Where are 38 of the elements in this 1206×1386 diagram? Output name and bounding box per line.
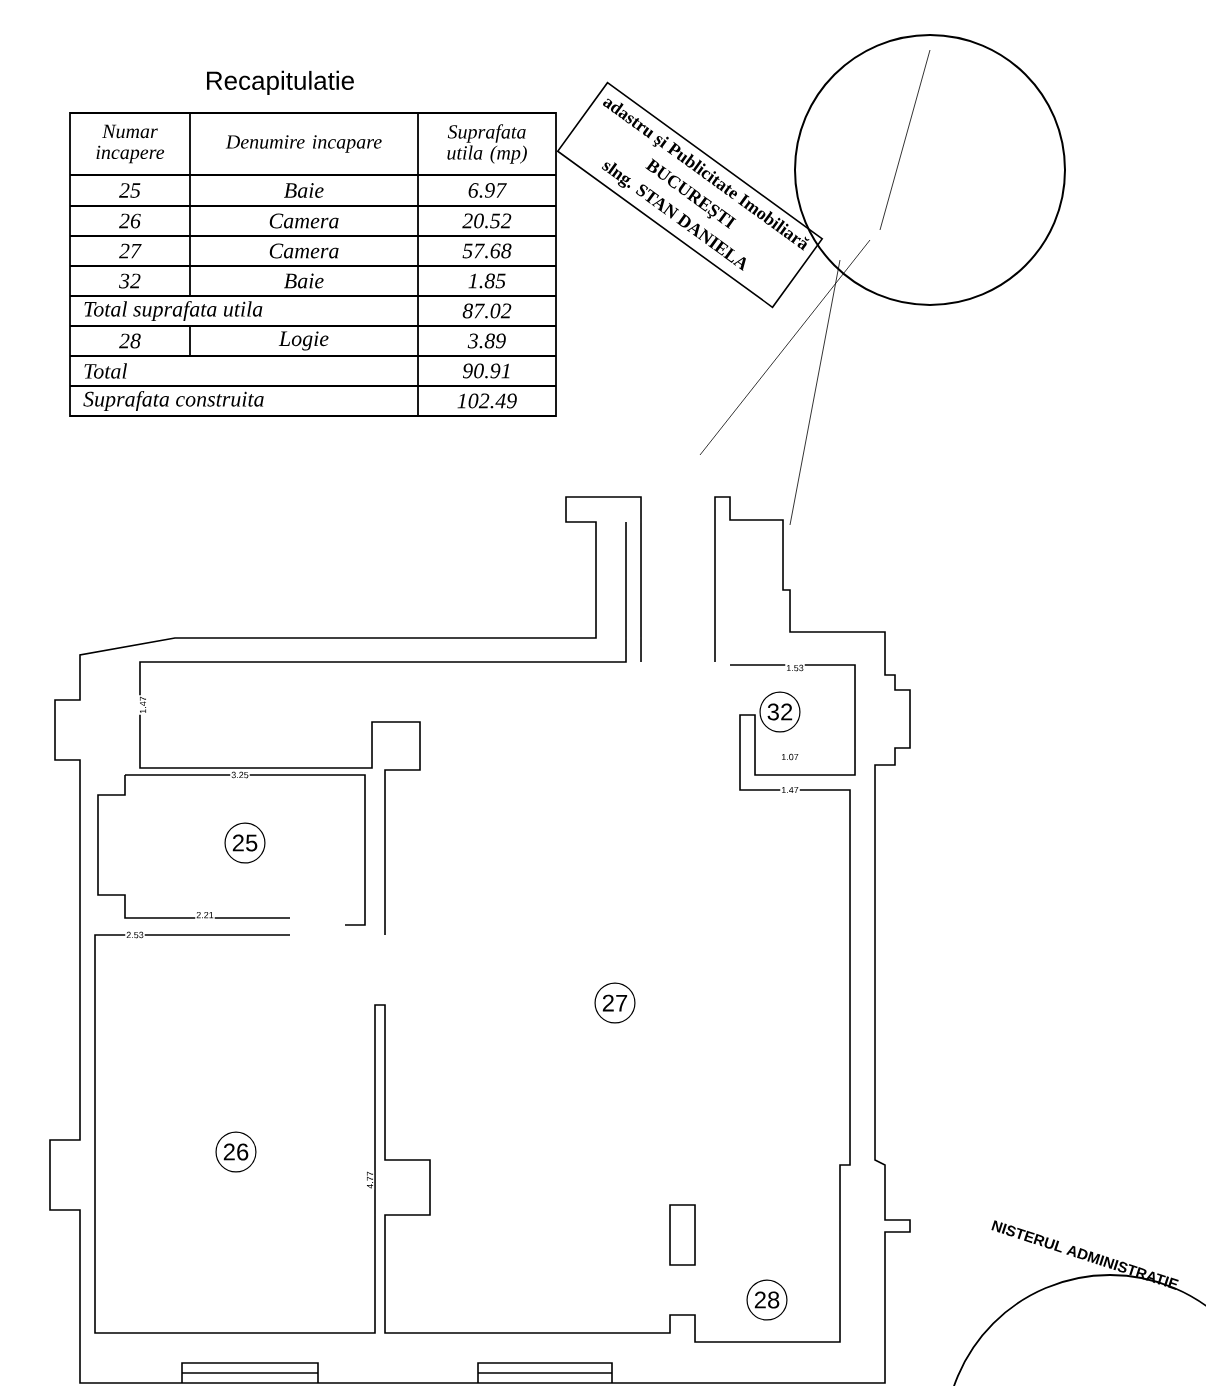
- room-number: 25: [224, 822, 266, 864]
- table-cell: Baie: [284, 273, 324, 289]
- table-cell: 20.52: [462, 213, 512, 229]
- table-cell: Camera: [269, 243, 339, 259]
- table-cell: 27: [119, 243, 142, 259]
- table-cell: Numar incapere: [96, 124, 165, 164]
- dimension-label: 1.47: [781, 786, 799, 794]
- table-cell: Suprafata utila (mp): [447, 124, 527, 164]
- table-cell: 90.91: [462, 363, 510, 379]
- room-number: 26: [215, 1131, 257, 1173]
- table-cell: Camera: [269, 213, 339, 229]
- dimension-label: 1.07: [781, 753, 799, 761]
- table-cell: Total suprafata utila: [84, 300, 263, 322]
- dimension-label: 1.47: [139, 696, 147, 714]
- table-cell: Suprafata construita: [83, 390, 264, 412]
- table-cell: Total: [84, 363, 128, 379]
- dimension-label: 4.77: [366, 1171, 374, 1189]
- table-cell: 25: [119, 183, 141, 198]
- table-cell: Logie: [278, 331, 329, 351]
- table-cell: 87.02: [462, 303, 512, 319]
- table-cell: 32: [118, 273, 141, 289]
- table-title: Recapitulatie: [207, 70, 354, 96]
- table-cell: 6.97: [468, 183, 507, 198]
- dimension-label: 2.21: [196, 911, 214, 919]
- room-number: 27: [594, 982, 636, 1024]
- table-cell: 102.49: [457, 393, 517, 409]
- table-cell: 3.89: [467, 333, 506, 349]
- room-number: 28: [746, 1279, 788, 1321]
- table-cell: Baie: [284, 183, 324, 198]
- table-cell: 26: [119, 213, 141, 229]
- table-cell: 57.68: [462, 243, 512, 259]
- dimension-label: 3.25: [231, 771, 249, 779]
- table-cell: 1.85: [468, 273, 506, 289]
- dimension-label: 1.53: [786, 664, 804, 672]
- room-number: 32: [759, 691, 801, 733]
- table-cell: Denumire incapare: [225, 135, 382, 153]
- table-cell: 28: [119, 333, 141, 349]
- dimension-label: 2.53: [126, 931, 144, 939]
